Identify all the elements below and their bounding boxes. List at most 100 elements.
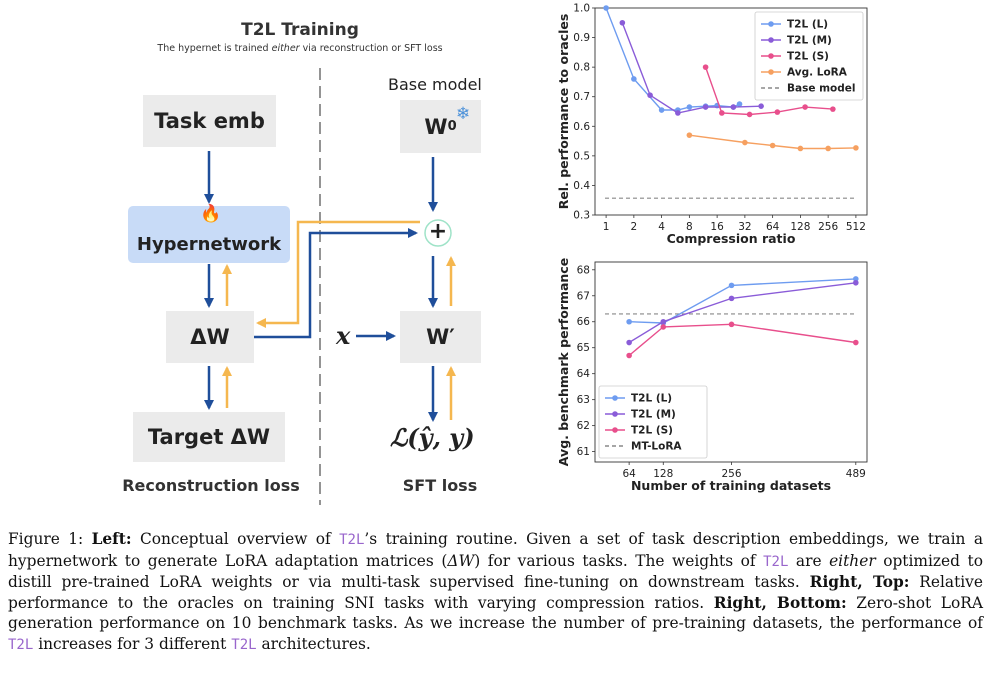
y-tick-label: 1.0: [573, 3, 590, 15]
data-point-avg-lora: [797, 145, 804, 152]
reconstruction-loss-label: Reconstruction loss: [122, 476, 300, 495]
caption-text: Conceptual overview of: [139, 530, 331, 548]
caption-text: architectures.: [261, 634, 371, 653]
data-point-t2l-m: [675, 110, 681, 116]
plus-sign: +: [428, 219, 448, 244]
fire-icon: 🔥: [200, 204, 222, 224]
data-point-t2l-s: [853, 339, 859, 346]
x-tick-label: 128: [790, 221, 810, 233]
data-point-t2l-s: [830, 106, 836, 112]
caption-t2l-code: T2L: [231, 636, 257, 653]
y-tick-label: 0.8: [573, 62, 590, 74]
x-tick-label: 256: [722, 468, 742, 480]
target-delta-w-box: Target ΔW: [133, 412, 285, 462]
caption-right-bottom-label: Right, Bottom:: [713, 593, 847, 612]
legend-marker-t2l-m: [612, 411, 618, 417]
legend-marker-t2l-m: [768, 37, 774, 43]
y-tick-label: 66: [577, 316, 591, 328]
data-point-t2l-m: [728, 295, 735, 302]
legend-box: [754, 11, 864, 101]
y-axis-label: Avg. benchmark performance: [556, 258, 571, 466]
hypernetwork-box: 🔥 Hypernetwork: [128, 204, 290, 263]
base-model-label: Base model: [388, 75, 482, 94]
hypernetwork-label: Hypernetwork: [136, 234, 282, 255]
y-tick-label: 0.3: [573, 210, 590, 222]
legend-label-t2l-m: T2L (M): [631, 409, 676, 421]
series-line-avg-lora: [689, 134, 856, 150]
y-tick-label: 0.6: [573, 121, 590, 133]
y-tick-label: 0.4: [573, 180, 590, 192]
y-tick-label: 68: [577, 264, 590, 276]
bottom-chart-legend: T2L (L)T2L (M)T2L (S)MT-LoRA: [598, 385, 708, 459]
data-point-t2l-s: [719, 110, 725, 116]
data-point-t2l-m: [626, 339, 632, 346]
sft-loss-label: SFT loss: [402, 476, 478, 495]
caption-t2l-code: T2L: [8, 636, 34, 653]
data-point-t2l-m: [647, 92, 653, 99]
y-tick-label: 0.7: [573, 91, 590, 103]
snowflake-icon: ❄: [456, 104, 471, 124]
data-point-t2l-s: [802, 104, 808, 110]
diagram-subtitle: The hypernet is trained either via recon…: [100, 43, 500, 54]
data-point-t2l-m: [758, 103, 764, 109]
legend-marker-t2l-l: [612, 395, 618, 401]
data-point-t2l-s: [660, 324, 667, 330]
legend-box: [598, 385, 708, 459]
subtitle-emphasis: either: [271, 43, 300, 54]
caption-delta-w: ΔW: [447, 551, 475, 570]
caption-text: ’s training routine. Given a set of task…: [8, 530, 983, 570]
subtitle-post: via reconstruction or SFT loss: [302, 43, 443, 54]
legend-label-t2l-s: T2L (S): [787, 51, 829, 63]
caption-text: Zero-shot LoRA generation performance on…: [8, 593, 983, 633]
data-point-t2l-s: [774, 109, 781, 115]
x-tick-label: 1: [603, 221, 610, 233]
top-chart-plot: [603, 5, 859, 199]
data-point-t2l-l: [603, 5, 609, 11]
series-line-t2l-l: [605, 7, 740, 111]
legend-marker-t2l-s: [612, 427, 618, 433]
x-axis-label: Compression ratio: [667, 231, 796, 246]
y-tick-label: 64: [577, 368, 591, 380]
y-tick-label: 0.9: [573, 32, 590, 44]
data-point-t2l-l: [728, 282, 735, 289]
caption-text: are: [795, 551, 822, 570]
x-tick-label: 64: [622, 468, 636, 480]
caption-text: Relative performance to the oracles on t…: [8, 573, 983, 612]
caption-right-top-label: Right, Top:: [809, 573, 910, 591]
y-tick-label: 65: [577, 342, 590, 354]
plus-circle: [424, 219, 452, 247]
x-axis-label: Number of training datasets: [631, 478, 831, 493]
x-tick-label: 128: [653, 468, 673, 480]
data-point-avg-lora: [825, 145, 831, 152]
w-prime-box: W′: [400, 311, 481, 363]
caption-left-label: Left:: [91, 530, 132, 548]
x-tick-label: 489: [846, 468, 866, 480]
diagram-title: T2L Training: [241, 20, 359, 40]
y-tick-label: 63: [577, 394, 590, 406]
series-line-t2l-s: [628, 323, 856, 357]
subtitle-pre: The hypernet is trained: [157, 43, 269, 54]
y-axis-label: Rel. performance to oracles: [556, 14, 571, 210]
bottom-chart-plot: [605, 276, 859, 359]
diagram-arrows: [204, 68, 456, 505]
x-tick-label: 16: [710, 221, 724, 233]
legend-label-mt-lora: MT-LoRA: [631, 441, 682, 453]
caption-text: optimized to distill pre-trained LoRA we…: [8, 551, 983, 592]
x-tick-label: 32: [738, 221, 751, 233]
legend-marker-t2l-l: [768, 21, 774, 27]
legend-label-t2l-l: T2L (L): [787, 19, 828, 31]
delta-w-box: ΔW: [166, 311, 254, 363]
input-x: x: [336, 321, 351, 350]
data-point-avg-lora: [769, 142, 776, 149]
caption-text: increases for 3 different: [38, 634, 227, 653]
data-point-t2l-l: [736, 101, 743, 107]
plot-frame: [594, 261, 868, 463]
task-emb-box: Task emb: [143, 95, 276, 147]
data-point-t2l-m: [730, 104, 737, 110]
x-tick-label: 256: [818, 221, 838, 233]
